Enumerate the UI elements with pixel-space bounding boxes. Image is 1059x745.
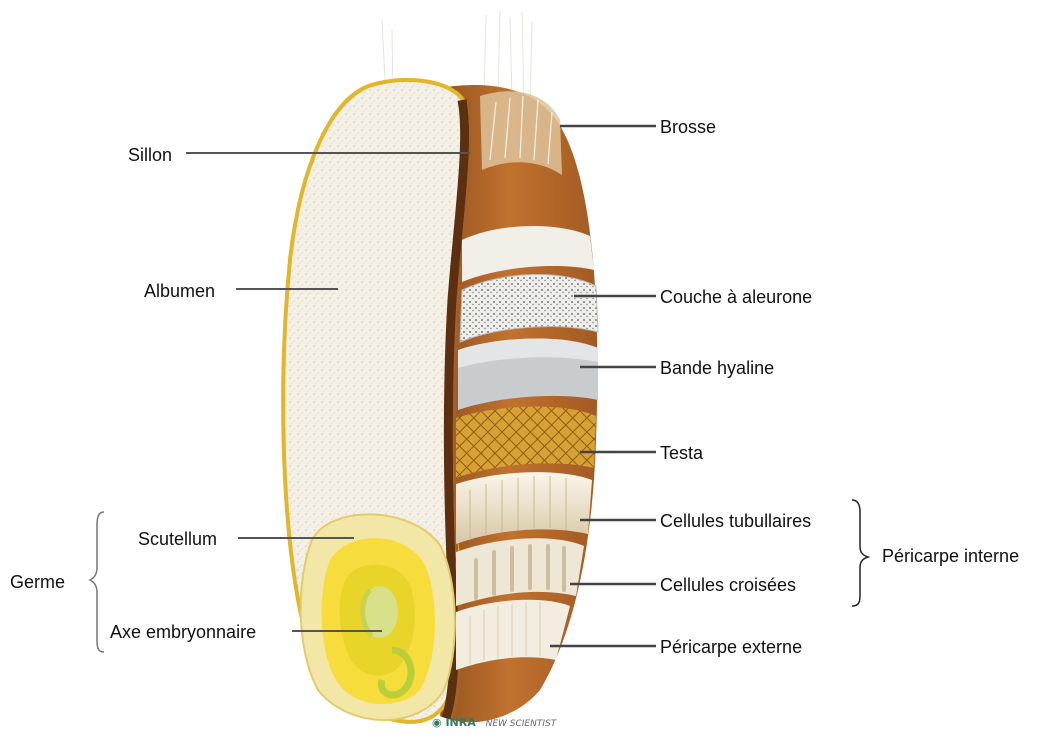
label-cellules-tubullaires: Cellules tubullaires [660, 511, 811, 531]
label-testa: Testa [660, 443, 703, 463]
germe-bracket [90, 512, 104, 652]
label-albumen: Albumen [144, 281, 215, 301]
germe-illustration [301, 514, 455, 720]
logo-sub-text: NEW SCIENTIST [486, 719, 557, 729]
label-bande-hyaline: Bande hyaline [660, 358, 774, 378]
label-axe-embryonnaire: Axe embryonnaire [110, 622, 256, 642]
label-couche-aleurone: Couche à aleurone [660, 287, 812, 307]
label-scutellum: Scutellum [138, 529, 217, 549]
inra-logo-icon: ◉ [432, 716, 442, 729]
label-cellules-croisees: Cellules croisées [660, 575, 796, 595]
label-pericarpe-interne: Péricarpe interne [882, 546, 1019, 566]
label-germe: Germe [10, 572, 65, 592]
pericarpe-interne-bracket [852, 500, 868, 606]
inra-logo: ◉ INRA NEW SCIENTIST [432, 716, 556, 729]
label-pericarpe-externe: Péricarpe externe [660, 637, 802, 657]
label-sillon: Sillon [128, 145, 172, 165]
inra-logo-text: INRA [445, 716, 475, 729]
label-brosse: Brosse [660, 117, 716, 137]
